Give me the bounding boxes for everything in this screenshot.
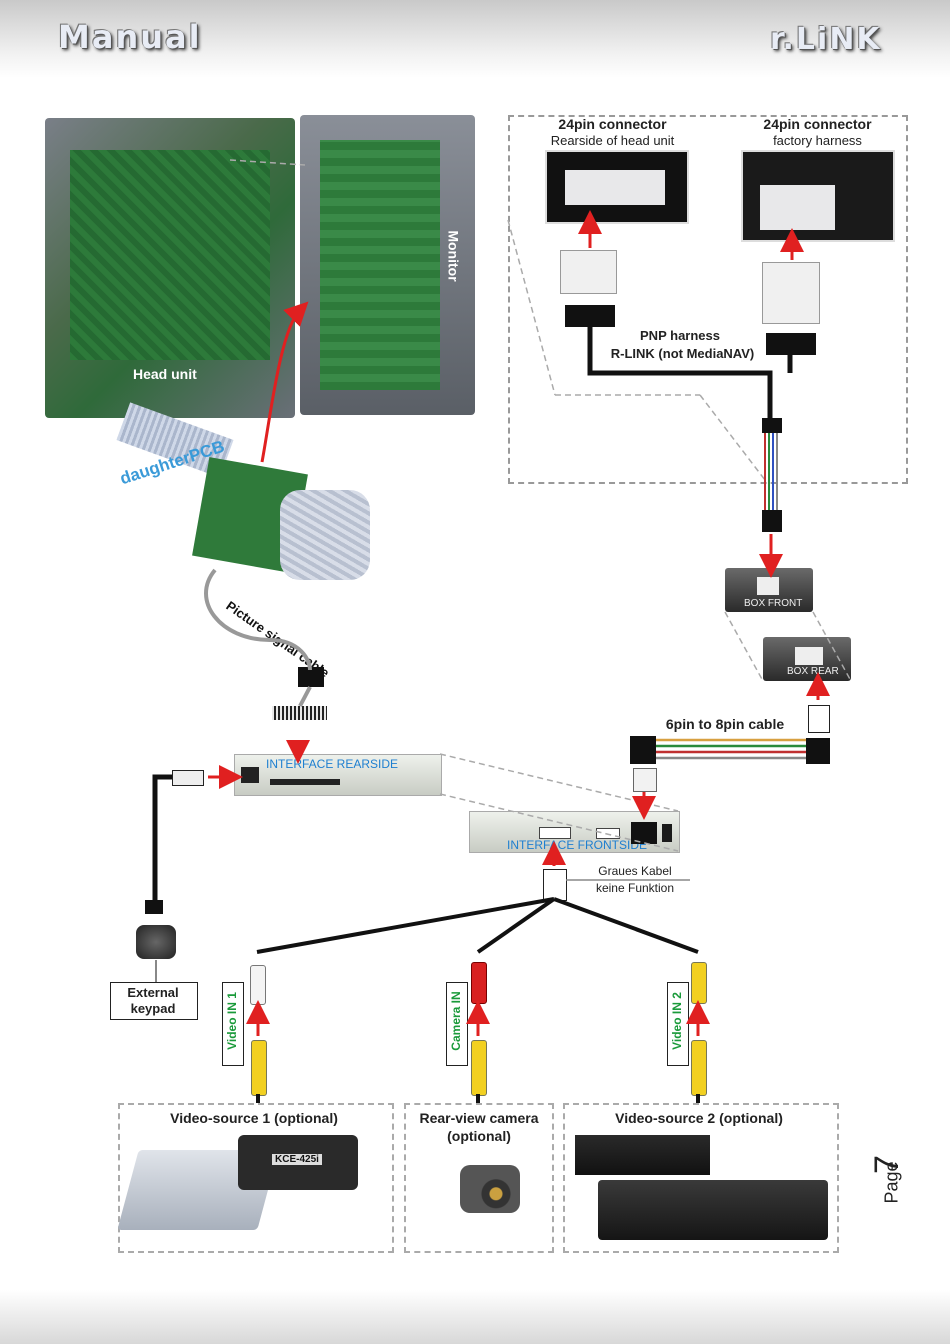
harness-dashed-area <box>508 115 908 484</box>
pnp-plug-left <box>560 250 617 294</box>
rear-camera-title-1: Rear-view camera <box>419 1110 539 1126</box>
pnp-plug-right <box>762 262 820 324</box>
cable-leads <box>256 1094 700 1103</box>
cable-6to8-label: 6pin to 8pin cable <box>665 716 785 732</box>
keypad-connector <box>145 900 163 914</box>
interface-rear-port-rj <box>241 767 259 783</box>
head-unit-label: Head unit <box>133 366 197 382</box>
grey-cable-line1: Graues Kabel <box>598 864 672 878</box>
header-bar <box>0 0 950 78</box>
zoom-guides <box>229 159 852 852</box>
footer-bar <box>0 1290 950 1344</box>
red-arrows <box>208 210 830 1036</box>
kce-label: KCE-425i <box>272 1154 322 1165</box>
camera-in-box <box>446 982 468 1066</box>
video-source-2-dvd-front <box>575 1135 710 1175</box>
lvds-plug <box>272 706 327 720</box>
cable-6to8-left-plug <box>630 736 656 764</box>
interface-front-port-1 <box>539 827 571 839</box>
6to8-wires <box>656 738 806 760</box>
pnp-plug-left-cap <box>565 305 615 327</box>
grey-cable-line2: keine Funktion <box>595 881 675 895</box>
cable-6to8-8pin <box>808 705 830 733</box>
cable-6to8-6pin <box>633 768 657 792</box>
ribbon-cable-2 <box>280 490 370 580</box>
keypad-label-line1: External <box>127 985 179 1000</box>
video-in-2-box <box>667 982 689 1066</box>
rear-rj-plug <box>172 770 204 786</box>
keypad-cable <box>152 774 172 900</box>
interface-rear-port-lvds <box>270 779 340 785</box>
video-cables <box>256 897 699 954</box>
video-source-2-dvd-body <box>598 1180 828 1240</box>
conn1-subtitle: Rearside of head unit <box>550 133 675 148</box>
rear-camera-area <box>404 1103 554 1253</box>
pnp-plug-right-cap <box>766 333 816 355</box>
conn1-title: 24pin connector <box>558 116 667 132</box>
conn1-plug <box>565 170 665 205</box>
harness-plug-lower <box>762 510 782 532</box>
box-rear-port <box>795 647 823 665</box>
manual-title: Manual <box>58 18 202 56</box>
keypad-label-line2: keypad <box>130 1001 176 1016</box>
harness-junction <box>762 418 782 433</box>
conn2-plug <box>760 185 835 230</box>
conn2-title: 24pin connector <box>763 116 872 132</box>
keypad-label-box <box>110 982 198 1020</box>
monitor-pcb <box>320 140 440 390</box>
harness-cables <box>587 327 793 418</box>
video-source-2-title: Video-source 2 (optional) <box>615 1110 783 1126</box>
video-splitter <box>543 869 567 901</box>
rear-camera-device <box>460 1165 520 1213</box>
lvds-ferrite <box>298 667 324 687</box>
brand-logo-text: r.LiNK <box>770 22 882 57</box>
interface-front-port-8pin <box>631 822 657 844</box>
interface-front-leds <box>662 824 672 842</box>
interface-rearside <box>234 754 442 796</box>
video-in-1-box <box>222 982 244 1066</box>
pnp-harness-line2: R-LINK (not MediaNAV) <box>610 346 755 361</box>
conn2-subtitle: factory harness <box>773 133 862 148</box>
colored-wires <box>764 433 778 510</box>
pnp-harness-line1: PNP harness <box>640 328 720 343</box>
rear-camera-title-2: (optional) <box>447 1128 511 1144</box>
video-source-1-area <box>118 1103 394 1253</box>
cable-6to8-right-plug <box>806 738 830 764</box>
keypad-knob <box>136 925 176 959</box>
picture-signal-cable <box>204 568 312 671</box>
video-source-2-area <box>563 1103 839 1253</box>
head-unit-pcb <box>70 150 270 360</box>
video-source-1-title: Video-source 1 (optional) <box>170 1110 338 1126</box>
box-rear-label: BOX REAR <box>787 666 839 677</box>
box-front-label: BOX FRONT <box>744 598 803 609</box>
box-front-port <box>757 577 779 595</box>
